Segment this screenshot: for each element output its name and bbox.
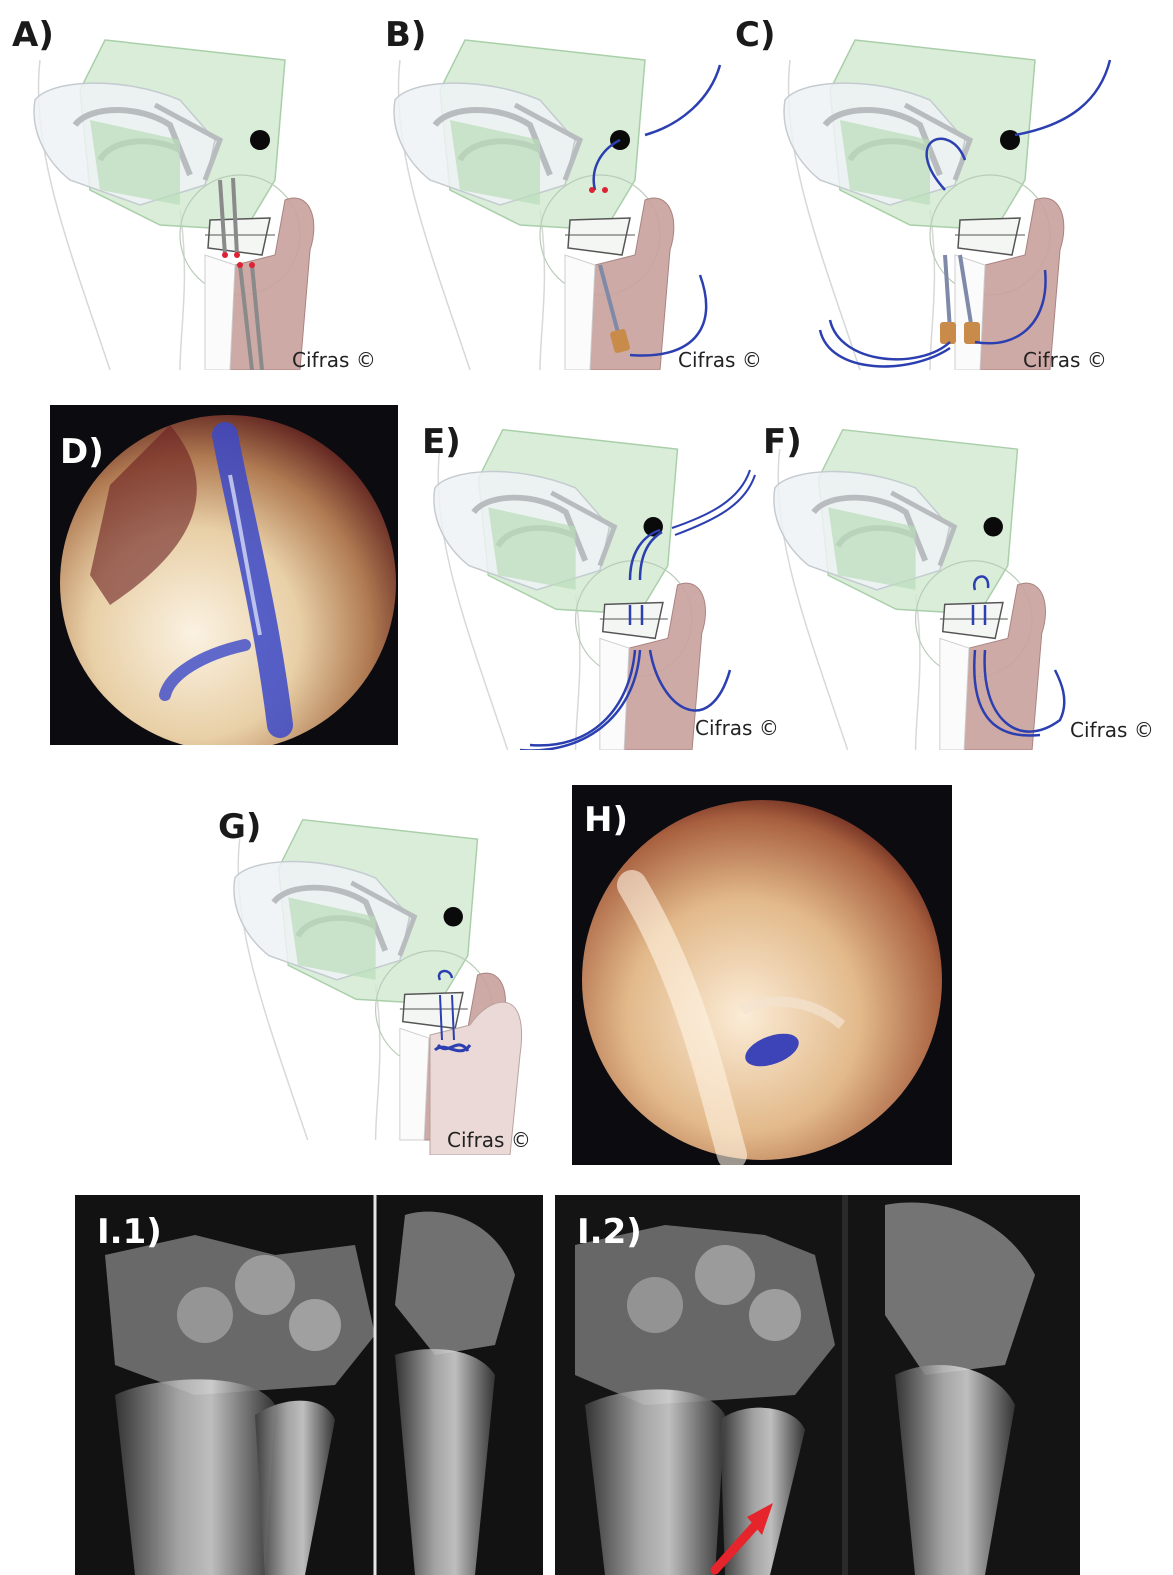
panel-i2-label: I.2) [577, 1215, 642, 1249]
panel-b-copyright: Cifras © [678, 350, 762, 370]
panel-g-label: G) [218, 810, 261, 844]
panel-e-illustration [430, 420, 760, 750]
panel-g: G) Cifras © [210, 790, 560, 1160]
panel-f-illustration [770, 420, 1100, 750]
panel-a-copyright: Cifras © [292, 350, 376, 370]
panel-b-label: B) [385, 18, 426, 52]
panel-i1-label: I.1) [97, 1215, 162, 1249]
panel-i1-xray: I.1) [75, 1195, 543, 1575]
panel-d-arthroscopy-photo: D) [50, 405, 398, 745]
panel-c-copyright: Cifras © [1023, 350, 1107, 370]
panel-a-illustration [30, 30, 370, 370]
panel-f-copyright: Cifras © [1070, 720, 1154, 740]
panel-e: E) Cifras © [410, 410, 770, 770]
panel-f-label: F) [763, 425, 802, 459]
panel-h-scope-view [572, 785, 952, 1165]
panel-i2-xray-image [555, 1195, 1080, 1575]
panel-a-label: A) [12, 18, 54, 52]
panel-c-illustration [780, 30, 1120, 370]
panel-e-label: E) [422, 425, 461, 459]
panel-i2-xray: I.2) [555, 1195, 1080, 1575]
panel-g-illustration [230, 795, 560, 1155]
panel-d-label: D) [60, 435, 104, 469]
panel-h-arthroscopy-photo: H) [572, 785, 952, 1165]
panel-a: A) Cifras © [0, 0, 380, 380]
panel-h-label: H) [584, 803, 628, 837]
panel-i1-xray-image [75, 1195, 543, 1575]
panel-c: C) Cifras © [775, 0, 1173, 380]
panel-g-copyright: Cifras © [447, 1130, 531, 1150]
panel-b-illustration [390, 30, 730, 370]
panel-f: F) Cifras © [765, 410, 1170, 770]
panel-c-label: C) [735, 18, 776, 52]
panel-b: B) Cifras © [380, 0, 775, 380]
